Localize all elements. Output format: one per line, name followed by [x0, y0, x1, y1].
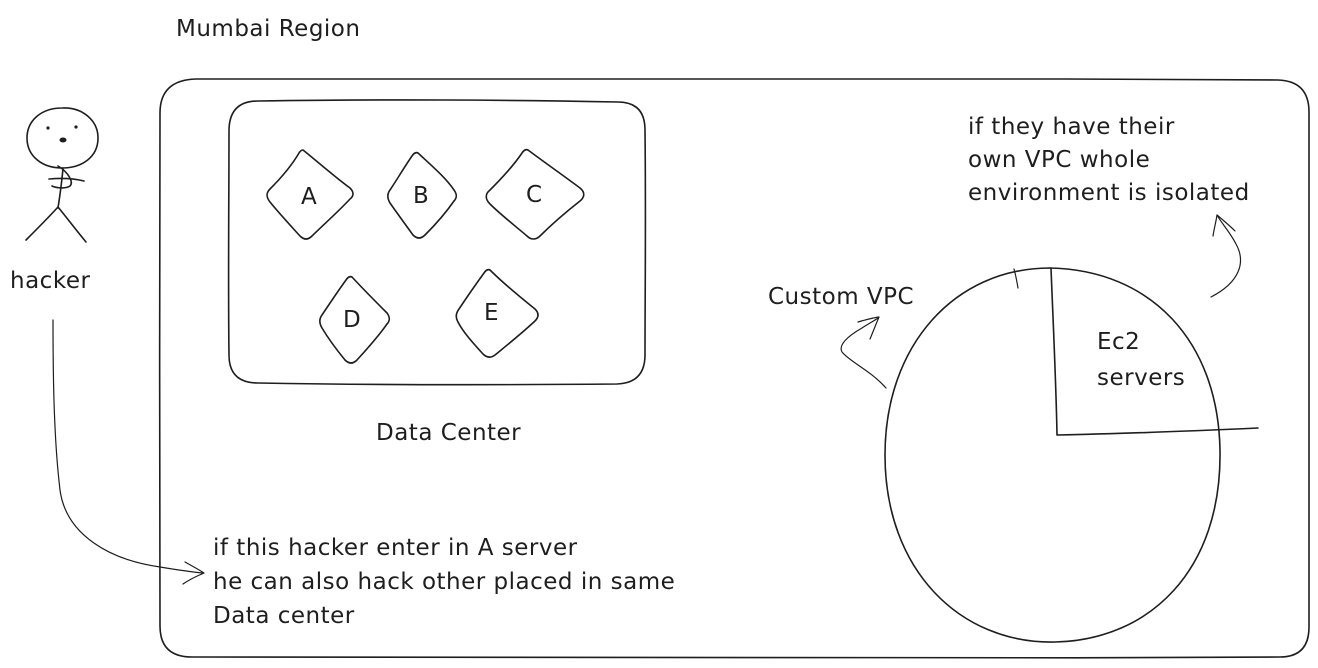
- isolation-arrow-head: [1212, 214, 1236, 237]
- server-d-label: D: [343, 307, 361, 333]
- isolation-arrow: [1210, 214, 1242, 298]
- server-b-label: B: [413, 183, 429, 209]
- isolation-note: if they have their own VPC whole environ…: [968, 114, 1250, 206]
- server-a-diamond: [266, 149, 354, 240]
- hacker-note-line-1: if this hacker enter in A server: [213, 535, 578, 561]
- vpc-arrow-line: [840, 317, 887, 389]
- hacker-eye-left: [46, 126, 50, 130]
- vpc-circle: [884, 267, 1221, 643]
- vpc-label: Custom VPC: [768, 284, 914, 310]
- server-e: E: [455, 268, 539, 358]
- hacker-arrow-head: [182, 561, 205, 585]
- hacker-arms: [48, 165, 85, 189]
- server-d: D: [318, 275, 391, 364]
- vpc-arrow-head: [857, 316, 880, 340]
- isolation-note-line-3: environment is isolated: [968, 180, 1250, 206]
- isolation-arrow-line: [1210, 214, 1242, 298]
- data-center-box: [227, 99, 647, 386]
- server-b: B: [386, 151, 458, 239]
- hacker-mouth: [59, 137, 67, 143]
- vpc-pie: Ec2 servers: [884, 267, 1259, 643]
- hacker-eye-right: [74, 125, 78, 129]
- vpc-circle-tick: [1013, 268, 1019, 289]
- vpc-slice-label-line-2: servers: [1097, 365, 1185, 391]
- hacker-figure: [25, 107, 99, 243]
- server-c-diamond: [485, 148, 585, 240]
- server-a-label: A: [301, 184, 317, 210]
- vpc-slice-boundary: [1050, 267, 1259, 436]
- server-c-label: C: [526, 182, 543, 208]
- server-c: C: [485, 148, 585, 240]
- server-d-diamond: [318, 275, 391, 364]
- server-b-diamond: [386, 151, 458, 239]
- server-a: A: [266, 149, 354, 240]
- hacker-label: hacker: [10, 268, 90, 294]
- region-boundary: [158, 77, 1311, 659]
- hacker-note-line-2: he can also hack other placed in same: [213, 569, 675, 595]
- hacker-arrow-line: [52, 319, 204, 574]
- isolation-note-line-2: own VPC whole: [968, 147, 1150, 173]
- data-center-label: Data Center: [376, 420, 521, 446]
- hacker-note: if this hacker enter in A server he can …: [213, 535, 675, 629]
- isolation-note-line-1: if they have their: [968, 114, 1175, 140]
- server-e-diamond: [455, 268, 539, 358]
- hacker-note-line-3: Data center: [213, 603, 355, 629]
- vpc-slice-label-line-1: Ec2: [1097, 329, 1140, 355]
- hacker-arrow: [52, 319, 205, 585]
- server-e-label: E: [484, 300, 499, 326]
- hacker-legs: [25, 206, 87, 243]
- region-title: Mumbai Region: [176, 16, 360, 42]
- vpc-arrow: [840, 316, 887, 389]
